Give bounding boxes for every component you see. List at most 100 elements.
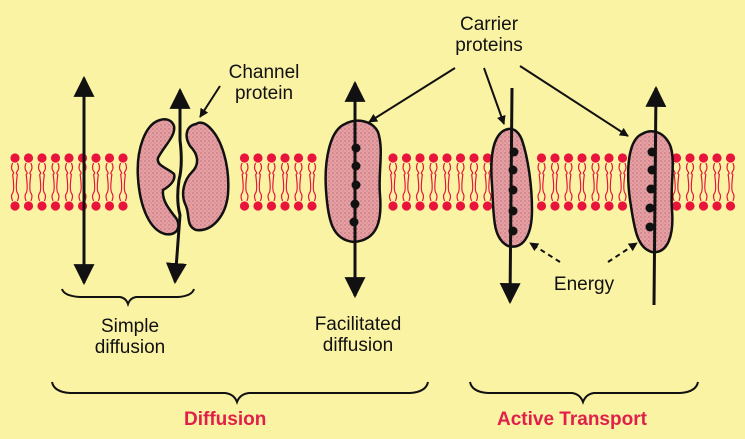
lipid-tail [299,162,303,175]
lipid-tail [704,162,708,175]
lipid-head [671,153,682,163]
lipid-head [577,153,587,163]
lipid-head [50,153,61,163]
lipid-head [388,153,398,163]
lipid-head [725,153,736,163]
lipid-head [442,153,452,163]
lipid-tail [407,162,411,175]
carrier-proteins-label-line2: proteins [455,35,523,56]
lipid-head [590,201,601,211]
lipid-tail [245,162,249,175]
lipid-head [37,153,47,163]
lipid-tail [91,173,96,202]
channel-protein-label: Channel protein [216,62,312,104]
lipid-head [685,201,695,211]
lipid-tail [690,162,695,175]
lipid-tail [461,173,465,202]
lipid-head [64,153,74,163]
lipid-tail [118,162,123,175]
active-transport-brace [469,381,699,405]
lipid-tail [10,173,15,202]
lipid-head [469,201,479,211]
lipid-tail [29,173,33,202]
lipid-head [280,153,290,163]
lipid-tail [272,162,276,175]
lipid-tail [677,173,681,202]
lipid-head [725,201,736,211]
lipid-head [550,153,560,163]
lipid-head [604,201,614,211]
lipid-tail [591,173,595,202]
lipid-head [455,201,466,211]
lipid-tail [64,173,69,202]
lipid-tail [672,173,676,202]
lipid-tail [69,173,74,202]
lipid-tail [78,162,82,175]
lipid-tail [307,162,312,175]
lipid-head [442,201,452,211]
lipid-tail [272,173,276,202]
lipid-tail [609,173,614,202]
lipid-tail [685,173,690,202]
lipid-tail [24,173,28,202]
lipid-tail [677,162,681,175]
lipid-tail [258,162,263,175]
lipid-head [293,153,304,163]
lipid-head [64,201,74,211]
lipid-head [266,201,277,211]
lipid-tail [537,173,541,202]
lipid-head [482,153,493,163]
lipid-head [550,201,560,211]
lipid-tail [699,162,703,175]
lipid-head [23,201,34,211]
lipid-tail [474,162,479,175]
lipid-head [428,201,439,211]
lipid-head [536,153,547,163]
lipid-tail [51,173,55,202]
lipid-tail [726,162,730,175]
lipid-tail [731,173,735,202]
lipid-tail [78,173,82,202]
channel-protein-pointer [199,85,221,118]
lipid-tail [429,173,433,202]
lipid-head [37,201,47,211]
simple-diffusion-label-line2: diffusion [94,337,166,358]
lipid-tail [434,162,438,175]
lipid-head [698,153,709,163]
channel-protein-label-line2: protein [234,83,294,104]
lipid-tail [456,162,460,175]
lipid-head [401,201,412,211]
lipid-tail [434,173,438,202]
energy-pointers [529,242,638,263]
active-transport-category-label: Active Transport [497,409,647,430]
lipid-tail [717,173,722,202]
lipid-head [685,153,695,163]
lipid-head [266,153,277,163]
lipid-head [469,153,479,163]
lipid-head [91,153,101,163]
lipid-head [293,201,304,211]
lipid-tail [29,162,33,175]
lipid-tail [717,162,722,175]
lipid-tail [609,162,614,175]
lipid-tail [699,173,703,202]
lipid-tail [10,162,15,175]
lipid-tail [37,173,42,202]
lipid-tail [483,173,487,202]
lipid-tail [240,173,244,202]
lipid-head [563,201,574,211]
lipid-tail [96,173,101,202]
lipid-tail [24,162,28,175]
lipid-tail [118,173,123,202]
lipid-tail [542,162,546,175]
facilitated-diffusion-label: Facilitated diffusion [300,314,416,356]
simple-diffusion-label: Simple diffusion [78,316,182,358]
lipid-tail [442,162,447,175]
lipid-head [536,201,547,211]
lipid-tail [469,173,474,202]
lipid-head [617,153,628,163]
lipid-head [604,153,614,163]
lipid-head [253,201,263,211]
